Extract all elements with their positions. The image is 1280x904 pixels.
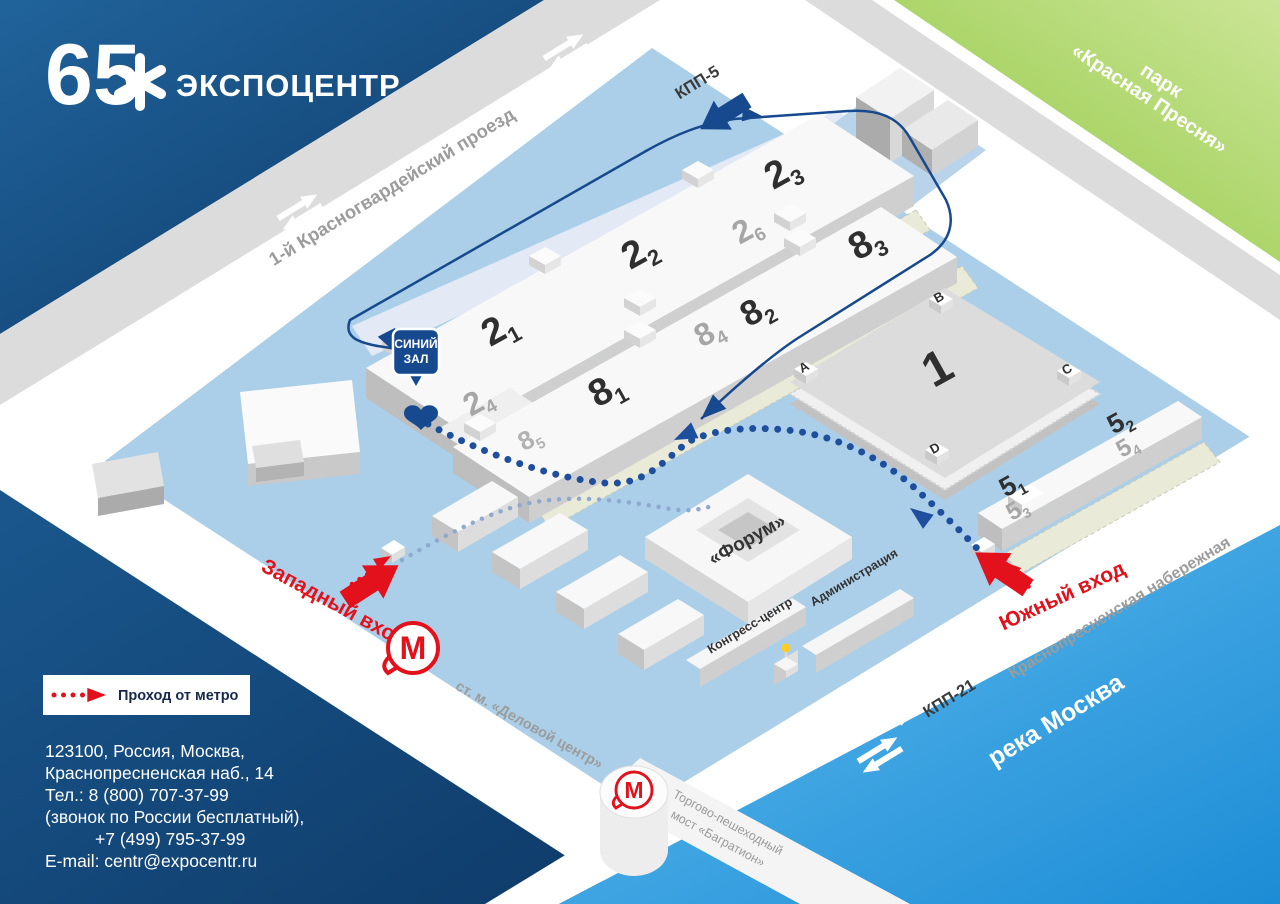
west-edge-buildings	[92, 380, 360, 516]
legend-box: Проход от метро	[43, 675, 250, 715]
congress-center-building	[686, 598, 806, 687]
entrance-graphics	[334, 535, 1040, 617]
bagration-bridge	[600, 758, 910, 904]
moskva-river	[559, 525, 1280, 904]
contact-block: 123100, Россия, Москва, Краснопресненска…	[45, 741, 309, 871]
route-line	[347, 109, 952, 420]
pavilion-5	[978, 401, 1202, 551]
blue-hall-line2: ЗАЛ	[404, 352, 429, 366]
west-buildings	[432, 481, 704, 670]
chapel	[774, 643, 798, 685]
administration-building	[802, 589, 914, 673]
chapel-dome	[781, 643, 791, 653]
blue-hall-marker: СИНИЙ ЗАЛ	[391, 327, 441, 430]
pavilion-1: A B C D	[788, 288, 1102, 500]
heart-icon	[404, 405, 438, 430]
brand-panel-bottom-left	[0, 490, 640, 904]
legend-label: Проход от метро	[118, 688, 239, 704]
northeast-buildings	[800, 68, 986, 215]
road-krasnogvardeysky	[0, 0, 660, 405]
bridge-metro-entrance	[599, 765, 669, 876]
expocentre-logo: 65 ЭКСПОЦЕНТР	[45, 27, 401, 123]
logo-star-icon	[114, 53, 166, 111]
logo-name: ЭКСПОЦЕНТР	[176, 68, 401, 103]
vehicle-route	[347, 85, 952, 427]
forum-building	[645, 474, 852, 624]
park-area	[894, 0, 1280, 262]
blue-hall-line1: СИНИЙ	[394, 336, 437, 351]
road-northeast	[805, 0, 1280, 320]
